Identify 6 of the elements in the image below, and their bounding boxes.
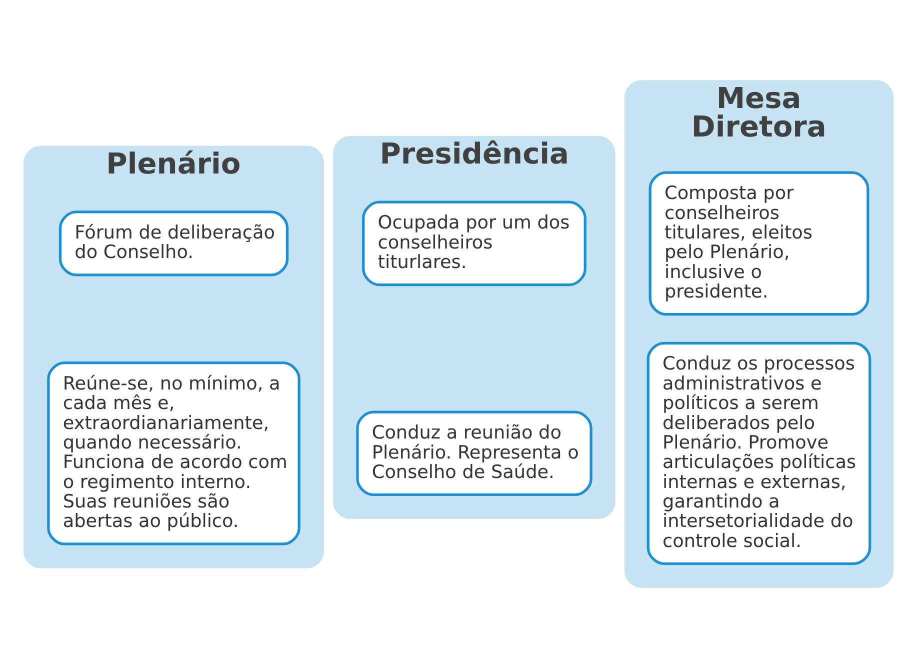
node-box: Conduz a reunião do Plenário. Representa o Conselho de Saúde. xyxy=(356,410,592,496)
node-box: Reúne-se, no mínimo, a cada mês e, extraordianariamente, quando necessário. Funciona de acordo com o regimento interno. Suas reuniões são abertas ao público. xyxy=(47,362,300,546)
node-box: Composta por conselheiros titulares, eleitos pelo Plenário, inclusive o presidente. xyxy=(648,171,870,316)
node-box: Ocupada por um dos conselheiros titurlares. xyxy=(362,200,586,286)
node-box: Fórum de deliberação do Conselho. xyxy=(58,210,289,276)
node-box: Conduz os processos administrativos e políticos a serem deliberados pelo Plenário. Promove articulações políticas internas e externas, garantindo a intersetorialidade do controle social. xyxy=(646,342,872,565)
